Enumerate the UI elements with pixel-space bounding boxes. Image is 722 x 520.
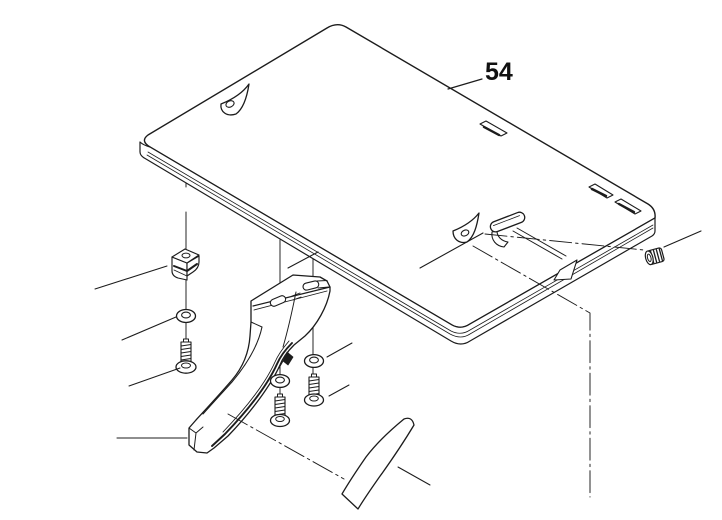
- arrow-marker-top-left-hole: [225, 100, 235, 108]
- arrow-marker-center: [452, 212, 480, 244]
- retainer-clip: [171, 248, 200, 281]
- bracket-foot-bevels: [188, 426, 204, 451]
- bracket-latch-hook: [282, 351, 294, 366]
- centerline-blade-to-strip: [227, 413, 345, 480]
- screw-left: [175, 338, 197, 374]
- curved-guard-strip: [341, 417, 415, 510]
- leader-set-screw: [663, 230, 702, 248]
- leader-washer-left: [121, 316, 177, 341]
- bracket-thread-ticks: [291, 292, 302, 301]
- reference-centerlines: [472, 233, 645, 498]
- arrow-marker-center-hole: [460, 229, 470, 237]
- leader-screw-left: [128, 367, 181, 387]
- flat-washer-left: [175, 308, 197, 324]
- bracket-blade-edge-thick: [211, 342, 293, 447]
- vent-slot-a: [479, 120, 508, 137]
- pointer-flange-stub: [287, 251, 319, 269]
- bracket-slot-opening: [316, 280, 330, 289]
- panel-top-face: [143, 24, 656, 328]
- vent-slot-b: [588, 183, 614, 199]
- screw-middle: [269, 393, 291, 428]
- leader-clip: [94, 265, 168, 290]
- leader-washer-right: [326, 342, 353, 358]
- bracket-blade-edge-thin: [222, 340, 290, 433]
- bracket-inner-curve: [202, 326, 263, 415]
- bracket-flange-slot-left: [269, 295, 287, 307]
- callout-54-leader: [447, 78, 483, 90]
- panel-edge-band: [139, 141, 656, 345]
- set-screw: [644, 247, 665, 266]
- pointer-slot-to-bracket: [419, 232, 484, 269]
- bracket-body: [188, 274, 331, 454]
- panel-laminate-line-1: [147, 151, 654, 334]
- bracket-inner-curve-right: [282, 291, 297, 348]
- screw-right: [303, 373, 325, 407]
- kerf-groove: [512, 227, 567, 260]
- bracket-flange-rolled-edge: [253, 290, 328, 311]
- leader-guard-strip: [397, 466, 431, 486]
- flat-washer-middle: [269, 373, 291, 389]
- centerline-bent-vertical: [472, 245, 591, 498]
- bracket-flange-slot-right: [302, 280, 320, 291]
- flat-washer-right: [303, 353, 325, 369]
- leader-screw-right: [328, 384, 350, 397]
- latch-pin-boss: [489, 211, 526, 233]
- table-top-panel: [139, 24, 656, 345]
- edge-notch-tab: [553, 259, 578, 281]
- bracket-fold-line: [250, 321, 263, 328]
- centerline-to-set-screw: [484, 233, 645, 251]
- bracket-latch-hook-line: [278, 360, 284, 369]
- vent-slot-c: [614, 198, 642, 215]
- bracket-flange-front-edge: [252, 286, 331, 307]
- support-bracket: [188, 274, 331, 454]
- left-leader-lines: [94, 265, 188, 439]
- callout-54-label: 54: [485, 58, 513, 86]
- panel-laminate-line-2: [146, 154, 654, 338]
